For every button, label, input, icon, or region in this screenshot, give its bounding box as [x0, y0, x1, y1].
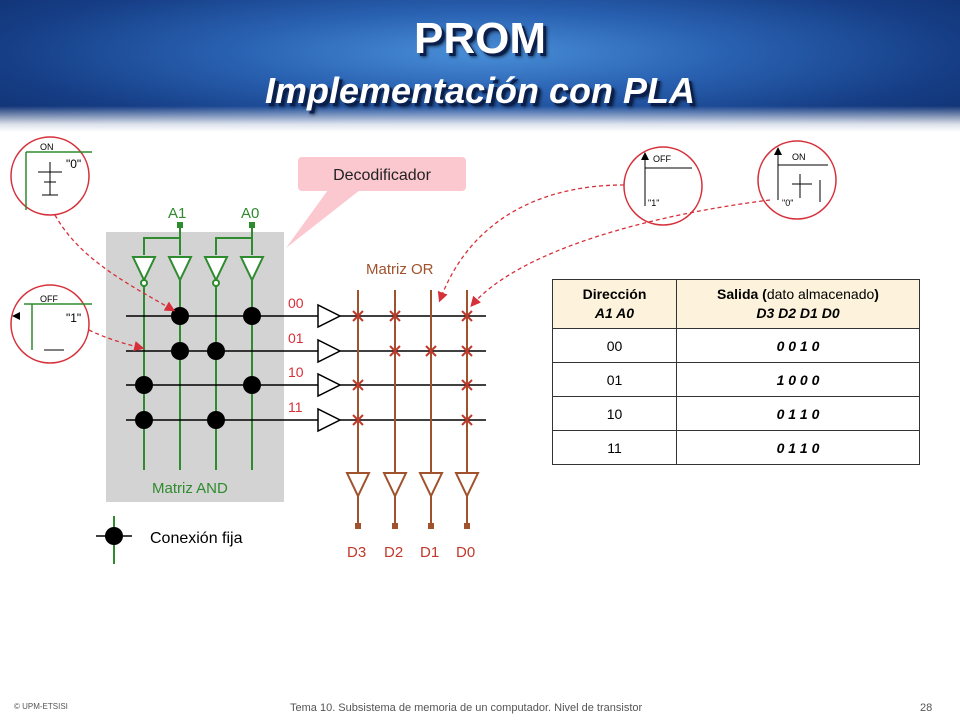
address-cell: 10: [552, 396, 677, 431]
pointer-arrow: [88, 329, 145, 352]
inset-on-zero-right: ON "0": [757, 140, 837, 220]
inset-value: "0": [66, 157, 81, 171]
page-number: 28: [920, 702, 933, 714]
pointer-arrow: [437, 184, 625, 303]
slide-title: PROM: [414, 14, 546, 63]
row-label-00: 00: [288, 295, 304, 311]
or-matrix-label: Matriz OR: [366, 261, 434, 278]
pointer-arrow: [54, 214, 176, 312]
table-header-output: Salida (dato almacenado) D3 D2 D1 D0: [676, 279, 920, 329]
and-dot: [243, 376, 261, 394]
table-row: 01 1 0 0 0: [552, 362, 920, 397]
inset-value: "0": [782, 198, 793, 208]
pointer-arrow: [470, 199, 771, 307]
table-row: 11 0 1 1 0: [552, 430, 920, 465]
row-label-10: 10: [288, 364, 304, 380]
output-pins: [355, 523, 470, 529]
or-cross: [389, 310, 401, 322]
or-cross: [352, 379, 364, 391]
slide-subtitle: Implementación con PLA: [264, 70, 696, 111]
output-buffer-d2: [382, 472, 408, 499]
data-cell: 0 0 1 0: [676, 328, 920, 363]
input-pin-a1: [177, 222, 183, 238]
or-cross: [461, 310, 473, 322]
and-matrix-label: Matriz AND: [152, 480, 228, 497]
inset-off-one-left: OFF "1": [10, 284, 92, 364]
row-buffers: [317, 303, 342, 433]
and-matrix-area: [106, 232, 284, 502]
or-cross: [352, 310, 364, 322]
truth-table: Dirección A1 A0 Salida (dato almacenado)…: [552, 279, 920, 465]
inset-state: OFF: [653, 154, 671, 164]
row-label-01: 01: [288, 330, 304, 346]
and-dot: [207, 411, 225, 429]
output-buffers: [345, 472, 480, 499]
and-dot: [243, 307, 261, 325]
address-cell: 11: [552, 430, 677, 465]
or-cross: [352, 414, 364, 426]
data-cell: 1 0 0 0: [676, 362, 920, 397]
or-vertical-lines: [357, 290, 468, 472]
or-cross: [461, 345, 473, 357]
output-label-d3: D3: [347, 544, 366, 561]
row-buffer: [317, 303, 342, 329]
inset-off-one-right: OFF "1": [623, 146, 703, 226]
table-header-address: Dirección A1 A0: [552, 279, 677, 329]
inverter-a0: [203, 256, 229, 283]
row-buffer: [317, 372, 342, 398]
and-row-lines: [126, 315, 318, 421]
output-label-d2: D2: [384, 544, 403, 561]
footer-course-title: Tema 10. Subsistema de memoria de un com…: [290, 702, 643, 714]
output-buffer-d3: [345, 472, 371, 499]
and-connections: [135, 307, 261, 429]
footer-copyright: © UPM-ETSISI: [14, 702, 68, 711]
or-cross: [425, 345, 437, 357]
address-cell: 01: [552, 362, 677, 397]
or-cross: [389, 345, 401, 357]
address-cell: 00: [552, 328, 677, 363]
inset-on-zero-left: ON "0": [10, 136, 92, 216]
inset-value: "1": [66, 311, 81, 325]
inset-state: ON: [792, 152, 806, 162]
buffer-a0: [239, 256, 265, 283]
and-dot: [135, 411, 153, 429]
buffer-a1: [167, 256, 193, 283]
inverter-a1: [131, 256, 157, 283]
row-buffer: [317, 338, 342, 364]
input-split-wires: [143, 237, 253, 255]
row-label-11: 11: [288, 399, 303, 415]
and-dot: [207, 342, 225, 360]
row-buffer: [317, 407, 342, 433]
decoder-callout: Decodificador: [286, 157, 466, 248]
inset-state: ON: [40, 142, 54, 152]
input-pin-a0: [249, 222, 255, 238]
and-dot: [171, 307, 189, 325]
input-buffers: [131, 256, 265, 287]
legend-label: Conexión fija: [150, 530, 243, 547]
or-row-lines: [340, 315, 486, 421]
output-label-d0: D0: [456, 544, 475, 561]
or-cross: [461, 379, 473, 391]
decoder-callout-label: Decodificador: [333, 167, 432, 184]
legend-fixed-connection: [96, 516, 132, 564]
data-cell: 0 1 1 0: [676, 430, 920, 465]
and-dot: [135, 376, 153, 394]
output-label-d1: D1: [420, 544, 439, 561]
output-wires: [357, 496, 468, 524]
input-label-a1: A1: [168, 205, 186, 222]
pointer-arrows: [54, 184, 771, 352]
table-row: 00 0 0 1 0: [552, 328, 920, 363]
table-row: 10 0 1 1 0: [552, 396, 920, 431]
and-dot: [171, 342, 189, 360]
output-buffer-d1: [418, 472, 444, 499]
or-cross: [461, 414, 473, 426]
inset-state: OFF: [40, 294, 58, 304]
or-connections: [352, 310, 473, 426]
title-banner: [0, 0, 960, 132]
data-cell: 0 1 1 0: [676, 396, 920, 431]
input-label-a0: A0: [241, 205, 259, 222]
output-buffer-d0: [454, 472, 480, 499]
inset-value: "1": [648, 198, 659, 208]
